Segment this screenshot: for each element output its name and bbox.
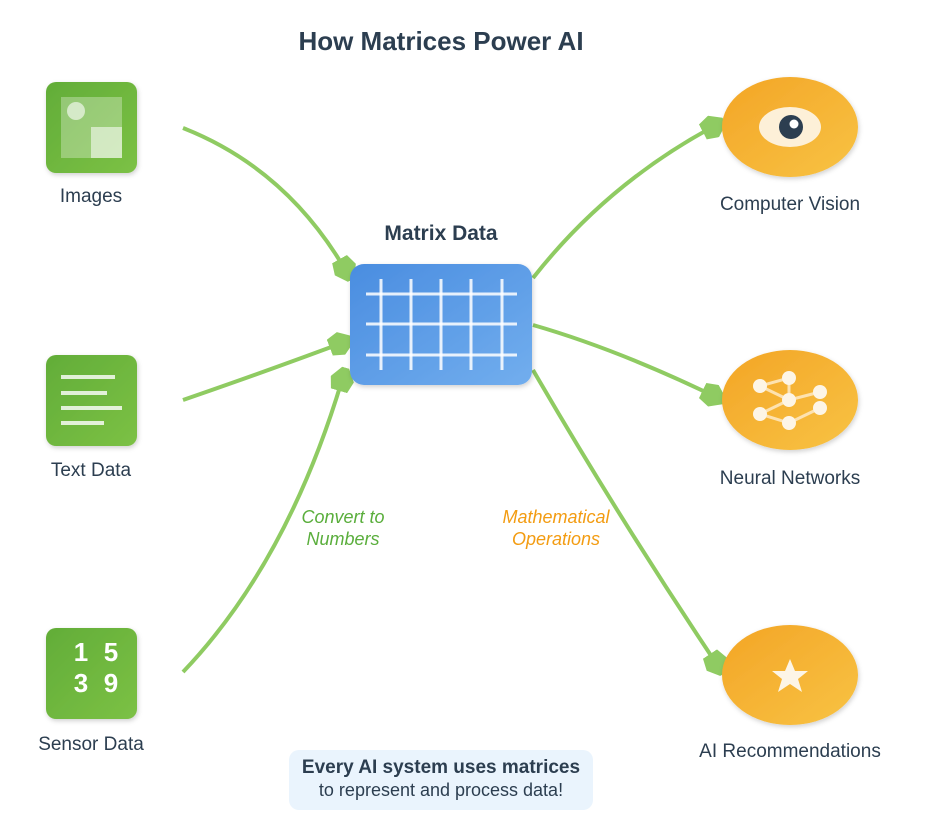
input-node-text[interactable]: Text Data	[46, 355, 137, 481]
input-node-images[interactable]: Images	[46, 82, 137, 207]
connector-sensor-to-matrix	[181, 366, 354, 674]
info-box-subtext: to represent and process data!	[319, 780, 563, 800]
output-label-neural-networks: Neural Networks	[720, 468, 860, 489]
connector-matrix-to-neural	[532, 323, 726, 407]
output-label-computer-vision: Computer Vision	[720, 194, 860, 215]
input-node-sensor[interactable]: 1 5 3 9 Sensor Data	[38, 628, 144, 755]
annotation-math-line2: Operations	[512, 529, 600, 549]
info-box-headline: Every AI system uses matrices	[302, 757, 580, 778]
output-node-ai-recommendations[interactable]: AI Recommendations	[699, 625, 881, 762]
connector-matrix-to-recommend	[531, 368, 727, 676]
center-node-matrix[interactable]: Matrix Data	[350, 222, 532, 385]
network-nodes-icon	[753, 371, 827, 430]
input-label-images: Images	[60, 186, 122, 207]
star-icon	[772, 659, 808, 692]
output-label-ai-recommendations: AI Recommendations	[699, 741, 881, 762]
annotation-convert: Convert to Numbers	[301, 507, 384, 549]
sensor-digit: 9	[104, 668, 118, 698]
annotation-math-line1: Mathematical	[502, 507, 610, 527]
eye-icon	[759, 107, 821, 147]
output-node-computer-vision[interactable]: Computer Vision	[720, 77, 860, 215]
number-grid-icon: 1 5 3 9	[74, 637, 118, 698]
connector-images-to-matrix	[182, 126, 356, 282]
sensor-digit: 5	[104, 637, 118, 667]
center-label: Matrix Data	[384, 222, 498, 245]
sensor-digit: 1	[74, 637, 88, 667]
info-box: Every AI system uses matrices to represe…	[289, 750, 593, 810]
annotation-convert-line1: Convert to	[301, 507, 384, 527]
connector-matrix-to-vision	[531, 115, 726, 280]
input-label-text: Text Data	[51, 460, 132, 481]
diagram-title: How Matrices Power AI	[298, 26, 583, 56]
sensor-digit: 3	[74, 668, 88, 698]
grid-matrix-icon	[366, 279, 517, 370]
image-icon	[61, 97, 122, 158]
input-label-sensor: Sensor Data	[38, 734, 144, 755]
output-node-neural-networks[interactable]: Neural Networks	[720, 350, 860, 489]
annotation-convert-line2: Numbers	[306, 529, 379, 549]
annotation-math: Mathematical Operations	[502, 507, 610, 549]
text-lines-icon	[61, 375, 122, 425]
connector-text-to-matrix	[182, 332, 354, 402]
